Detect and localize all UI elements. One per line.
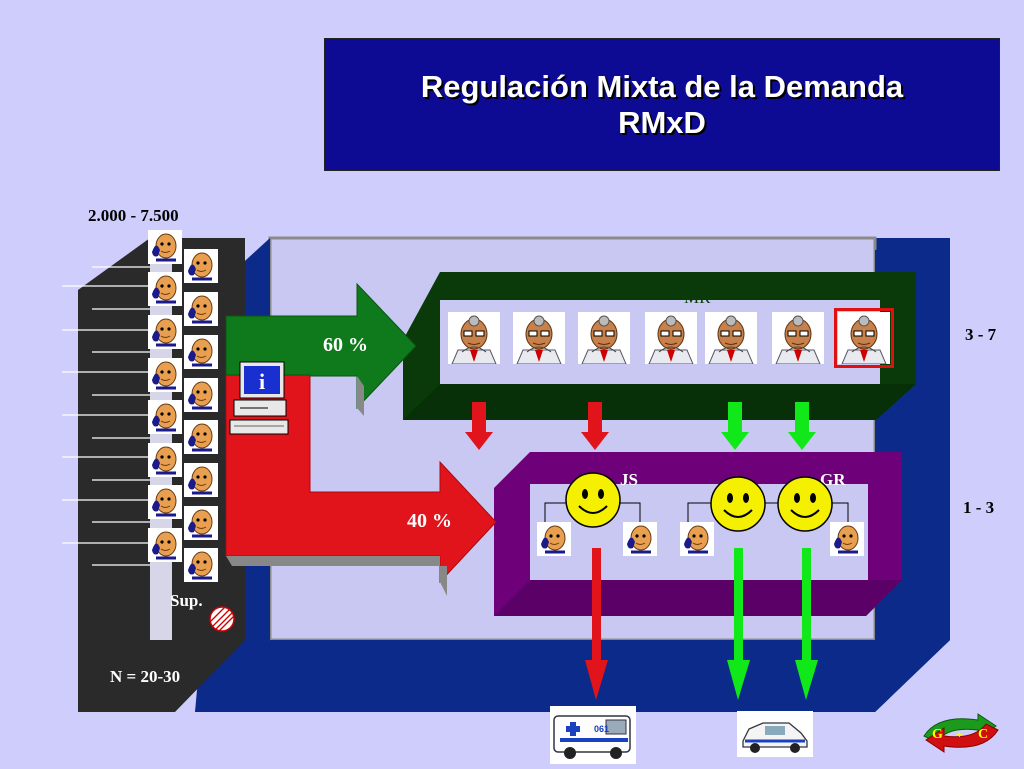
doctor-icon bbox=[448, 312, 500, 364]
operator-phone-icon bbox=[184, 378, 218, 412]
operator-phone-icon bbox=[148, 528, 182, 562]
operator-phone-icon bbox=[537, 522, 571, 556]
operator-phone-icon bbox=[148, 400, 182, 434]
operator-phone-icon bbox=[148, 272, 182, 306]
pct-60-label: 60 % bbox=[323, 334, 368, 356]
operator-phone-icon bbox=[148, 443, 182, 477]
doctor-highlighted-icon bbox=[834, 308, 894, 368]
mr-label: MR bbox=[684, 288, 711, 307]
medical-car-icon bbox=[737, 711, 813, 757]
supervisor-icon bbox=[209, 606, 235, 632]
operator-phone-icon bbox=[184, 463, 218, 497]
operator-phone-icon bbox=[184, 506, 218, 540]
operator-phone-icon bbox=[148, 315, 182, 349]
output-arrow-green-1 bbox=[727, 548, 750, 700]
title-line-2: RMxD bbox=[618, 104, 706, 140]
down-arrows-green bbox=[721, 402, 816, 450]
output-arrow-red bbox=[585, 548, 608, 700]
operator-phone-icon bbox=[148, 358, 182, 392]
title-box: Regulación Mixta de la Demanda RMxD bbox=[324, 38, 1000, 171]
jg-label: JG bbox=[882, 292, 901, 311]
smiley-icon bbox=[777, 476, 833, 532]
operator-phone-icon bbox=[623, 522, 657, 556]
smiley-icon bbox=[710, 476, 766, 532]
gr-label: GR bbox=[820, 470, 846, 489]
operator-phone-icon bbox=[184, 420, 218, 454]
computer-info-icon: i bbox=[228, 360, 292, 438]
ambulance-icon: 061 bbox=[550, 706, 636, 764]
operator-phone-icon bbox=[680, 522, 714, 556]
supervisor-label: Sup. bbox=[170, 591, 203, 610]
svg-text:C: C bbox=[978, 727, 988, 742]
doctor-icon bbox=[513, 312, 565, 364]
js-label: JS bbox=[620, 470, 638, 489]
doctors-count-label: 3 - 7 bbox=[965, 325, 997, 344]
operators-count-label: N = 20-30 bbox=[110, 667, 181, 686]
operator-phone-icon bbox=[830, 522, 864, 556]
svg-text:G: G bbox=[932, 727, 943, 742]
regulators-count-label: 1 - 3 bbox=[963, 498, 995, 517]
call-lines bbox=[62, 266, 150, 566]
svg-text:061: 061 bbox=[594, 724, 609, 734]
operator-phone-icon bbox=[184, 249, 218, 283]
operator-phone-icon bbox=[184, 548, 218, 582]
doctor-icon bbox=[705, 312, 757, 364]
operator-phone-icon bbox=[184, 335, 218, 369]
operator-phone-icon bbox=[148, 485, 182, 519]
doctor-icon bbox=[578, 312, 630, 364]
operator-phone-icon bbox=[184, 292, 218, 326]
down-arrows-red bbox=[465, 402, 609, 450]
svg-text:i: i bbox=[259, 369, 265, 394]
doctor-icon bbox=[645, 312, 697, 364]
arrow-40 bbox=[225, 374, 497, 596]
gc-logo-icon: G + C bbox=[918, 712, 1004, 754]
pct-40-label: 40 % bbox=[407, 510, 452, 532]
operator-phone-icon bbox=[148, 230, 182, 264]
title-line-1: Regulación Mixta de la Demanda bbox=[420, 68, 904, 104]
doctor-icon bbox=[772, 312, 824, 364]
calls-label: 2.000 - 7.500 bbox=[88, 206, 179, 225]
svg-text:+: + bbox=[956, 727, 963, 741]
smiley-icon bbox=[565, 472, 621, 528]
output-arrow-green-2 bbox=[795, 548, 818, 700]
